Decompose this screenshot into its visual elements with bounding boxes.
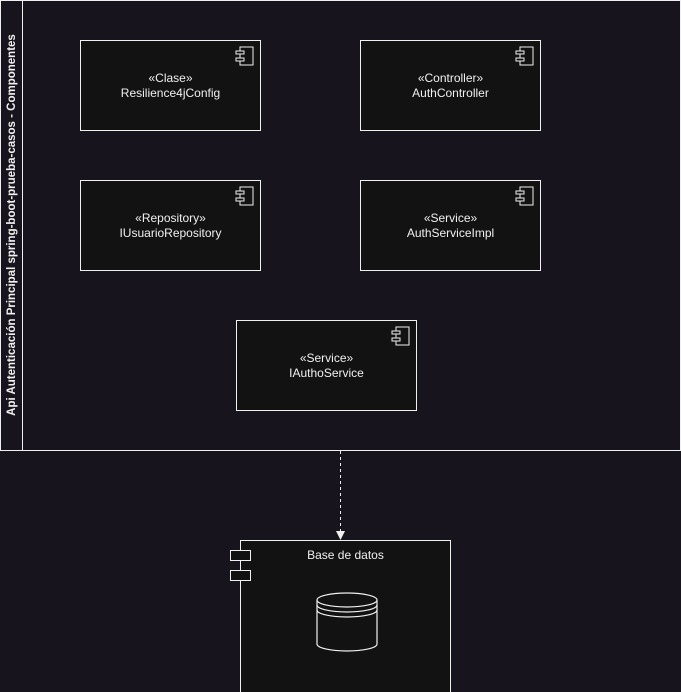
database-port-top: [230, 550, 251, 561]
component-stereotype: «Service»: [299, 351, 354, 365]
component-icon: [515, 186, 534, 206]
database-cylinder-icon: [316, 592, 378, 652]
pool-header: Api Autenticación Principal spring-boot-…: [1, 1, 23, 450]
component-name: Resilience4jConfig: [120, 86, 221, 100]
component-stereotype: «Clase»: [148, 71, 193, 85]
database-title: Base de datos: [307, 548, 384, 562]
component-name: IUsuarioRepository: [119, 226, 222, 240]
component-iauthoservice[interactable]: «Service» IAuthoService: [236, 320, 417, 411]
component-icon: [515, 46, 534, 66]
database-component[interactable]: Base de datos: [240, 540, 451, 692]
component-authserviceimpl[interactable]: «Service» AuthServiceImpl: [360, 180, 541, 271]
component-iusuariorepository[interactable]: «Repository» IUsuarioRepository: [80, 180, 261, 271]
component-stereotype: «Controller»: [417, 71, 484, 85]
component-stereotype: «Service»: [423, 211, 478, 225]
database-port-bottom: [230, 570, 251, 581]
component-authcontroller[interactable]: «Controller» AuthController: [360, 40, 541, 131]
component-stereotype: «Repository»: [135, 211, 206, 225]
component-icon: [235, 186, 254, 206]
component-icon: [391, 326, 410, 346]
component-icon: [235, 46, 254, 66]
component-name: AuthController: [412, 86, 489, 100]
component-name: IAuthoService: [289, 366, 364, 380]
component-name: AuthServiceImpl: [406, 226, 495, 240]
component-resilience4jconfig[interactable]: «Clase» Resilience4jConfig: [80, 40, 261, 131]
